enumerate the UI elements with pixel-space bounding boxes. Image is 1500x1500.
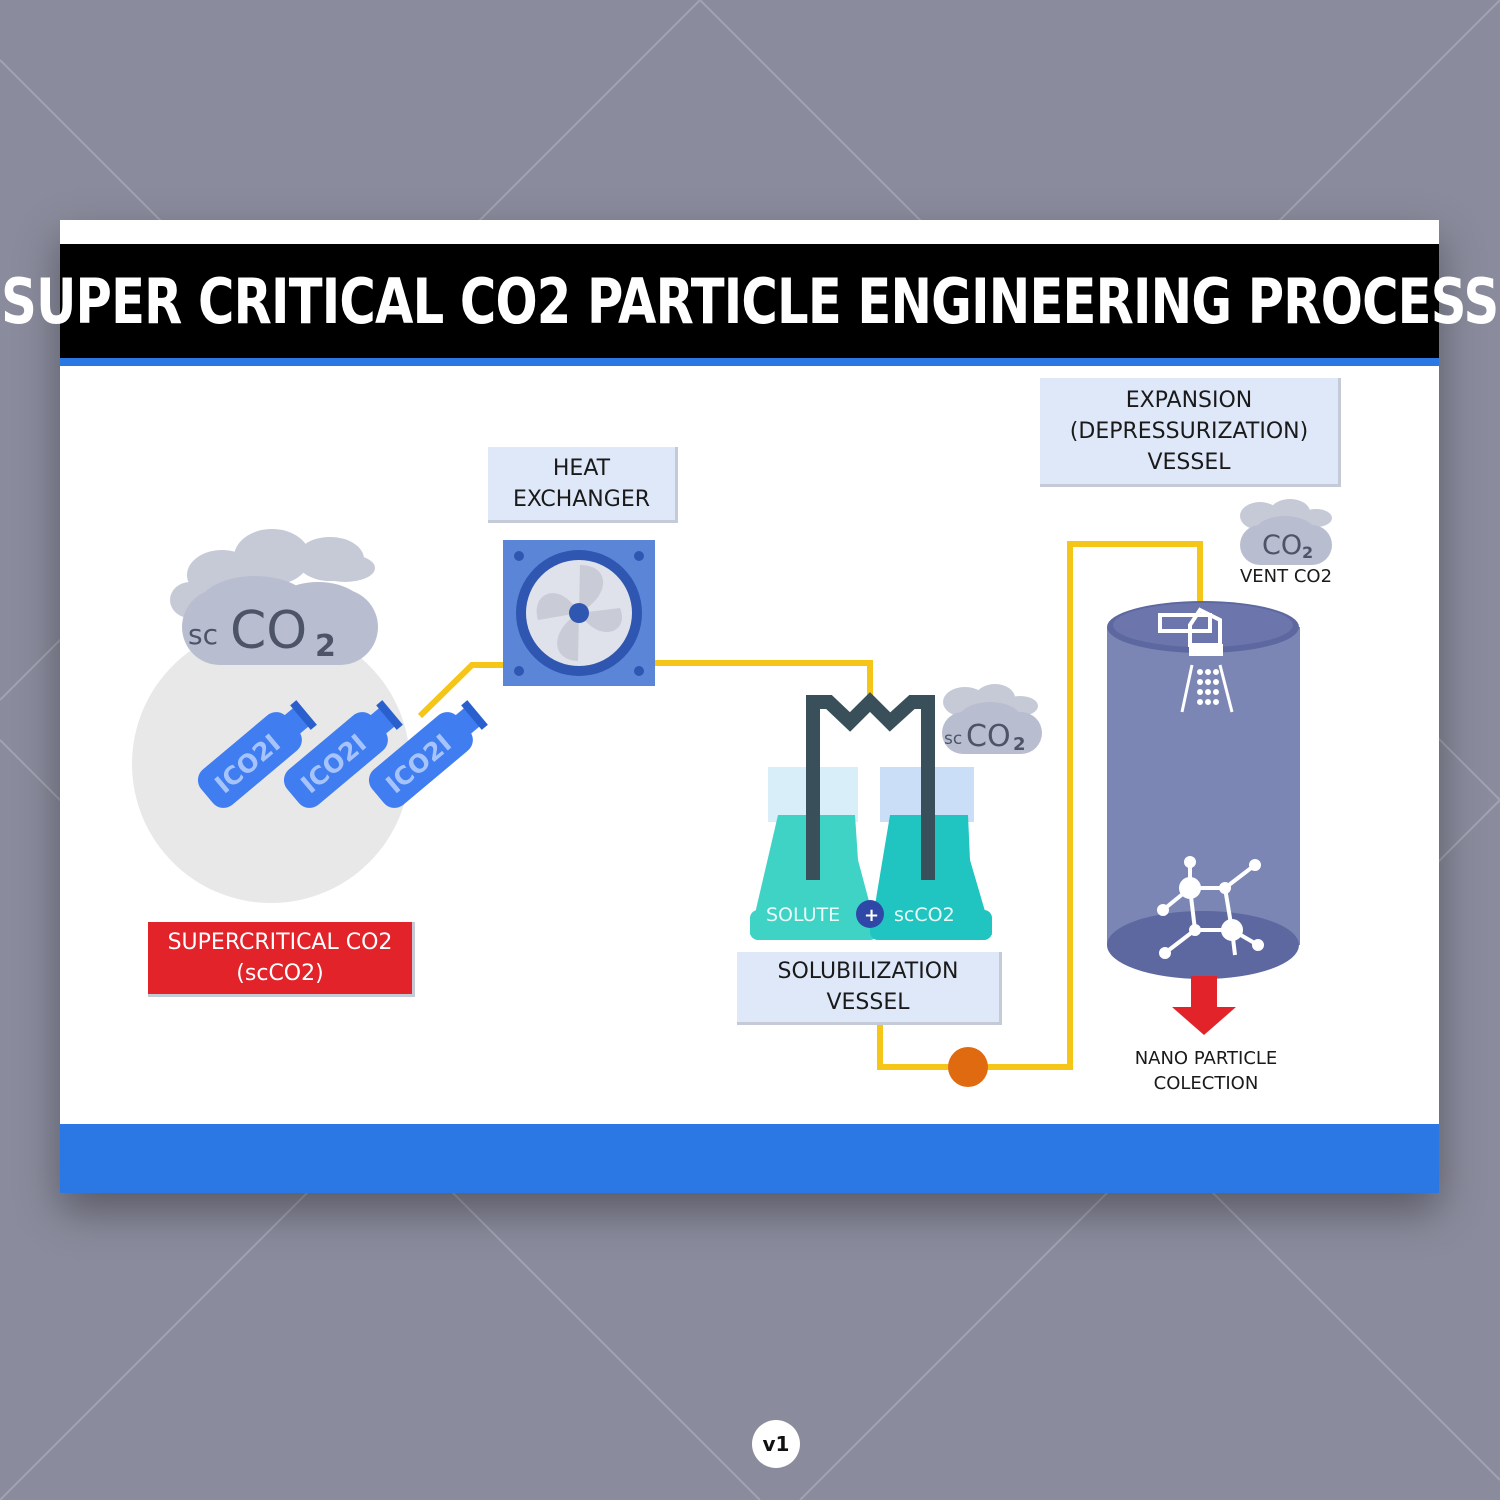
pipe-valve-to-expansion [982,541,1203,1070]
page-title: SUPER CRITICAL CO2 PARTICLE ENGINEERING … [0,264,1499,338]
nano-particle-collection-label: NANO PARTICLE COLECTION [1126,1046,1286,1096]
solubilization-label-line2: VESSEL [826,990,910,1015]
expansion-vessel-label: EXPANSION (DEPRESSURIZATION) VESSEL [1040,378,1341,487]
infographic-card: SUPER CRITICAL CO2 PARTICLE ENGINEERING … [1,220,1499,1193]
heat-exchanger-label-line2: EXCHANGER [512,486,651,512]
expansion-label-line2: (DEPRESSURIZATION) [1069,418,1309,444]
co2-cylinder-2: ICO2I [283,700,403,808]
version-badge: v1 [752,1420,800,1468]
vent-cloud-sub: 2 [1302,543,1313,562]
supercritical-label-line2: (scCO2) [236,961,324,986]
main-cloud-prefix: sc [188,618,218,651]
small-cloud-prefix: sc [944,729,962,749]
molecule-icon [1157,856,1264,959]
supercritical-co2-label: SUPERCRITICAL CO2 (scCO2) [148,922,415,997]
heat-exchanger-label-line1: HEAT [552,455,611,481]
small-cloud-text: CO [966,719,1011,754]
title-bar: SUPER CRITICAL CO2 PARTICLE ENGINEERING … [1,244,1499,366]
process-diagram: sc CO 2 ICO2I ICO2I ICO2I [132,499,1332,1087]
solubilization-label-line1: SOLUBILIZATION [777,959,959,984]
heat-exchanger-label: HEAT EXCHANGER [488,447,678,523]
pipe-solubilization-to-valve [877,1020,955,1070]
pipe-cylinder-to-exchanger [417,662,505,719]
shower-head-icon [1158,607,1234,713]
supercritical-label-line1: SUPERCRITICAL CO2 [167,930,393,955]
small-scco2-cloud: sc CO 2 [942,684,1042,755]
pipe-exchanger-to-flask [655,660,873,700]
solubilization-flasks: + SOLUTE scCO2 [750,692,992,940]
expansion-label-line1: EXPANSION [1125,387,1253,413]
valve-icon [948,1047,988,1087]
flask-right-label: scCO2 [894,904,955,926]
scco2-cloud: sc CO 2 [170,529,378,665]
expansion-vessel [1107,601,1300,1035]
pipes [417,541,1203,1070]
vent-co2-label: VENT CO2 [1239,566,1333,587]
expansion-label-line3: VESSEL [1147,449,1231,475]
vent-cloud-text: CO [1262,530,1302,561]
heat-exchanger-icon [503,540,655,686]
small-cloud-sub: 2 [1013,734,1026,755]
solubilization-vessel-label: SOLUBILIZATION VESSEL [737,952,1002,1025]
flask-plus: + [864,905,879,926]
flask-left-label: SOLUTE [766,904,840,926]
main-cloud-text: CO [230,601,307,661]
footer-bar [60,1124,1439,1193]
main-cloud-sub: 2 [315,629,336,664]
nano-label-line2: COLECTION [1153,1073,1259,1094]
collection-arrow-icon [1172,976,1236,1035]
nano-label-line1: NANO PARTICLE [1134,1048,1278,1069]
vent-co2-cloud: CO 2 [1240,499,1332,565]
